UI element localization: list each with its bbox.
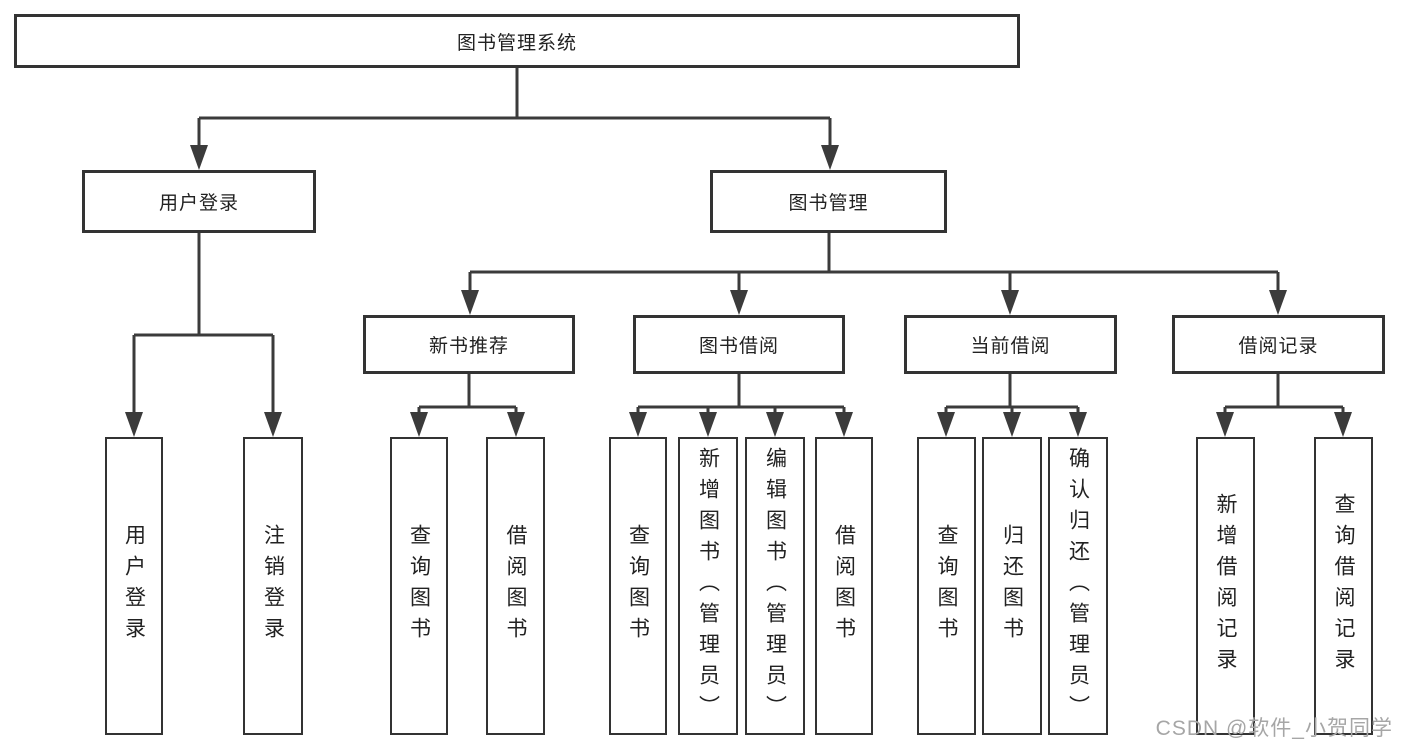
node-borrow-record-label: 借阅记录 (1238, 336, 1319, 357)
leaf-query-borrow-record-label: 查询借阅记录 (1332, 493, 1355, 679)
leaf-borrow-books-recommend: 借阅图书 (486, 437, 545, 735)
csdn-watermark: CSDN @软件_小贺同学 (1155, 717, 1393, 740)
node-user-login-branch: 用户登录 (82, 170, 316, 233)
leaf-logout-label: 注销登录 (261, 524, 285, 648)
node-root-label: 图书管理系统 (456, 32, 577, 54)
node-book-borrow: 图书借阅 (633, 315, 845, 374)
leaf-add-books-admin-label: 新增图书（管理员） (696, 446, 720, 726)
node-new-book-recommend: 新书推荐 (363, 315, 575, 374)
leaf-query-books-recommend-label: 查询图书 (407, 524, 431, 648)
node-user-login-label: 用户登录 (158, 193, 239, 214)
leaf-borrow-books-label: 借阅图书 (832, 524, 856, 648)
node-book-management-label: 图书管理 (788, 193, 869, 214)
leaf-edit-books-admin: 编辑图书（管理员） (745, 437, 805, 735)
leaf-query-books-recommend: 查询图书 (390, 437, 448, 735)
leaf-query-borrow-record: 查询借阅记录 (1314, 437, 1373, 735)
leaf-add-borrow-record: 新增借阅记录 (1196, 437, 1255, 735)
node-book-management-branch: 图书管理 (710, 170, 947, 233)
leaf-user-login-label: 用户登录 (122, 524, 146, 648)
leaf-edit-books-admin-label: 编辑图书（管理员） (763, 446, 787, 726)
leaf-logout: 注销登录 (243, 437, 303, 735)
connector-paths (132, 68, 1345, 433)
leaf-borrow-books-recommend-label: 借阅图书 (504, 524, 527, 648)
leaf-query-books-current: 查询图书 (917, 437, 976, 735)
leaf-confirm-return-admin-label: 确认归还（管理员） (1066, 446, 1090, 726)
leaf-return-books: 归还图书 (982, 437, 1042, 735)
leaf-add-borrow-record-label: 新增借阅记录 (1214, 493, 1237, 679)
leaf-borrow-books: 借阅图书 (815, 437, 873, 735)
leaf-query-books-current-label: 查询图书 (935, 524, 958, 648)
arrowheads (125, 145, 1352, 437)
node-borrow-record: 借阅记录 (1172, 315, 1385, 374)
node-current-borrow-label: 当前借阅 (970, 336, 1051, 357)
node-new-book-recommend-label: 新书推荐 (428, 336, 509, 357)
leaf-user-login: 用户登录 (105, 437, 163, 735)
leaf-add-books-admin: 新增图书（管理员） (678, 437, 738, 735)
leaf-return-books-label: 归还图书 (1000, 524, 1024, 648)
leaf-query-books-borrow-label: 查询图书 (626, 524, 650, 648)
leaf-confirm-return-admin: 确认归还（管理员） (1048, 437, 1108, 735)
node-book-borrow-label: 图书借阅 (698, 336, 779, 357)
node-root-system: 图书管理系统 (14, 14, 1020, 68)
leaf-query-books-borrow: 查询图书 (609, 437, 667, 735)
node-current-borrow: 当前借阅 (904, 315, 1117, 374)
